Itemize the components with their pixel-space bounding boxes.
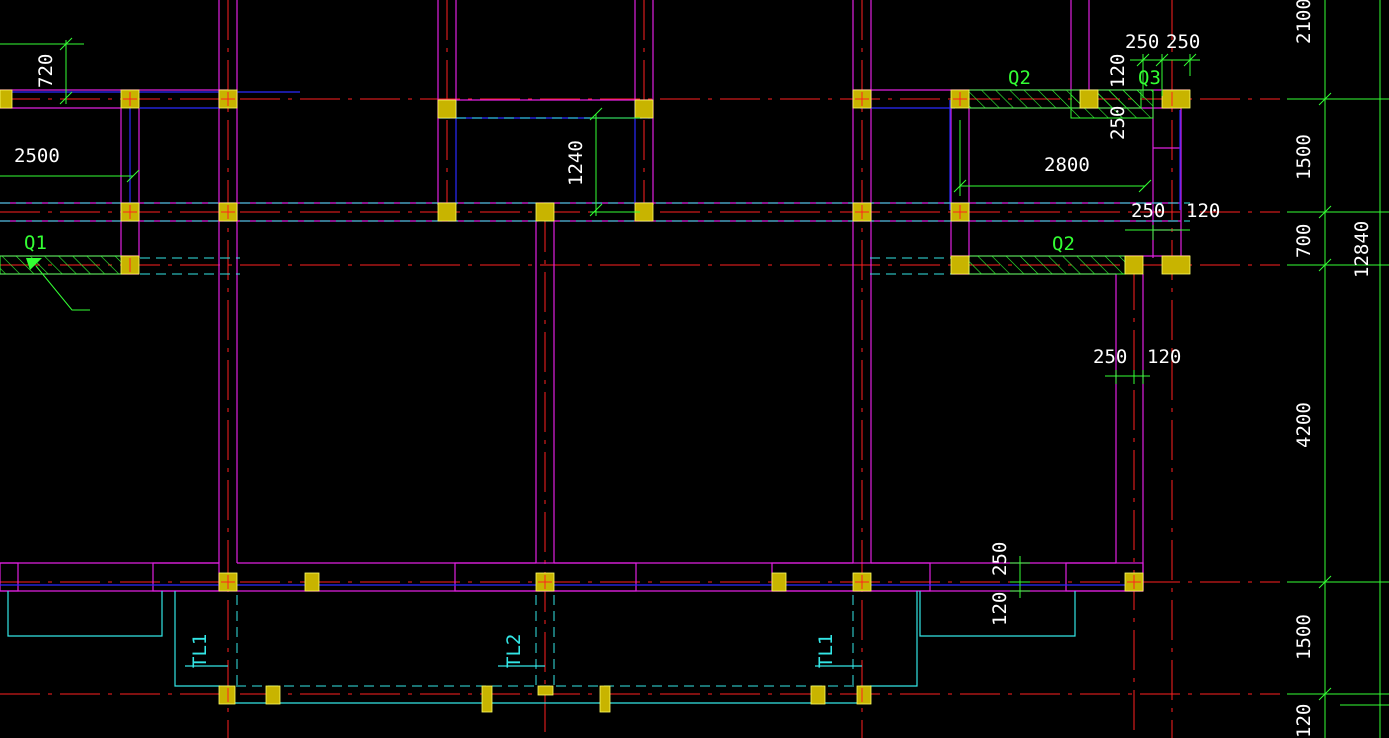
dim-250-f: 250 [989,542,1011,576]
component-labels: Q1 Q2 Q2 Q3 TL1 TL2 TL1 [24,67,1161,668]
column [810,685,826,705]
dim-2800: 2800 [1044,154,1090,176]
label-q1: Q1 [24,232,47,254]
column [950,255,970,275]
dim-120-c: 120 [1147,346,1181,368]
column [856,685,872,705]
dashed-beams [0,117,1190,687]
column [437,202,457,222]
column [481,685,493,713]
column [304,572,320,592]
axis-dim-700: 700 [1293,224,1315,258]
beam-lines [0,91,1181,586]
label-tl1-left: TL1 [189,634,211,668]
column [0,89,13,109]
label-tl1-right: TL1 [815,634,837,668]
stair-beams [7,591,1076,704]
axis-dim-4200: 4200 [1293,402,1315,448]
dim-120-d: 120 [989,592,1011,626]
column-crosses [123,92,1173,702]
column [535,202,555,222]
column [1161,89,1191,109]
dimension-text: 720 2500 1240 250 250 120 250 2800 250 1… [14,31,1220,626]
axis-dim-1500-bot: 1500 [1293,614,1315,660]
axis-dim-1500-top: 1500 [1293,134,1315,180]
dim-1240: 1240 [565,140,587,186]
column [1079,89,1099,109]
axis-dim-120: 120 [1293,704,1315,738]
label-q3: Q3 [1138,67,1161,89]
dim-250-c: 250 [1107,106,1129,140]
dim-250-e: 250 [1093,346,1127,368]
column [437,99,457,119]
axis-dim-12840: 12840 [1351,221,1373,278]
column [634,99,654,119]
column [771,572,787,592]
dim-120-a: 120 [1107,54,1129,88]
column [599,685,611,713]
axis-dimension-text: 2100 1500 700 12840 4200 1500 120 [1293,0,1373,738]
column [1124,255,1144,275]
columns [0,89,1191,713]
dim-2500: 2500 [14,145,60,167]
label-q2-mid: Q2 [1052,233,1075,255]
label-tl2: TL2 [503,634,525,668]
label-q2-top: Q2 [1008,67,1031,89]
dim-250-a: 250 [1125,31,1159,53]
dim-120-b: 120 [1186,200,1220,222]
column [218,685,236,705]
column [265,685,281,705]
column [537,685,554,696]
column [1161,255,1191,275]
axis-dim-2100: 2100 [1293,0,1315,44]
dim-250-b: 250 [1166,31,1200,53]
dim-720: 720 [35,54,57,88]
dim-250-d: 250 [1131,200,1165,222]
